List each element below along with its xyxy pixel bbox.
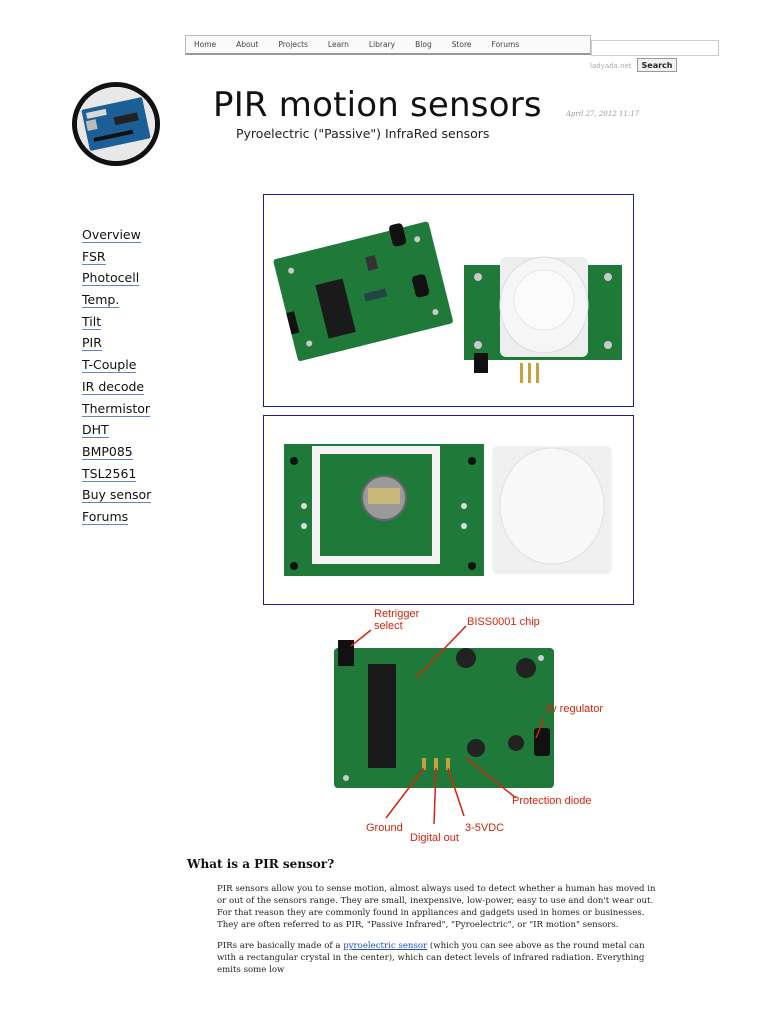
nav-learn[interactable]: Learn bbox=[327, 40, 349, 49]
pyroelectric-sensor-photo bbox=[263, 415, 634, 605]
nav-forums[interactable]: Forums bbox=[491, 40, 520, 49]
site-label: ladyada.net bbox=[590, 62, 632, 70]
paragraph-pyroelectric: PIRs are basically made of a pyroelectri… bbox=[217, 940, 657, 976]
top-nav: Home About Projects Learn Library Blog S… bbox=[185, 35, 591, 55]
sidebar-item-thermistor[interactable]: Thermistor bbox=[82, 400, 151, 417]
search-input[interactable] bbox=[591, 40, 719, 56]
nav-projects[interactable]: Projects bbox=[278, 40, 308, 49]
callout-digital-out: Digital out bbox=[410, 832, 459, 844]
page-title: PIR motion sensors bbox=[213, 85, 542, 125]
nav-blog[interactable]: Blog bbox=[415, 40, 432, 49]
sidebar-item-bmp085[interactable]: BMP085 bbox=[82, 443, 133, 460]
section-heading: What is a PIR sensor? bbox=[187, 857, 335, 871]
page-subtitle: Pyroelectric ("Passive") InfraRed sensor… bbox=[236, 126, 490, 141]
nav-about[interactable]: About bbox=[236, 40, 259, 49]
arduino-board-image bbox=[77, 87, 155, 161]
sidebar-item-overview[interactable]: Overview bbox=[82, 227, 141, 243]
sidebar-item-photocell[interactable]: Photocell bbox=[82, 270, 140, 287]
pyroelectric-sensor-link[interactable]: pyroelectric sensor bbox=[343, 941, 428, 951]
sidebar-item-tsl2561[interactable]: TSL2561 bbox=[82, 465, 137, 482]
sidebar-item-t-couple[interactable]: T-Couple bbox=[82, 357, 137, 374]
site-logo[interactable] bbox=[72, 82, 160, 166]
sidebar-item-buy-sensor[interactable]: Buy sensor bbox=[82, 487, 152, 504]
callout-retrigger-select: Retrigger select bbox=[374, 608, 420, 632]
callout-3v-regulator: 3v regulator bbox=[545, 703, 604, 715]
paragraph-intro: PIR sensors allow you to sense motion, a… bbox=[217, 884, 656, 930]
nav-library[interactable]: Library bbox=[368, 40, 396, 49]
nav-store[interactable]: Store bbox=[451, 40, 472, 49]
sidebar-nav: Overview FSR Photocell Temp. Tilt PIR T-… bbox=[82, 228, 162, 532]
sidebar-item-pir[interactable]: PIR bbox=[82, 335, 102, 352]
paragraph-text-before: PIRs are basically made of a bbox=[217, 941, 344, 951]
sidebar-item-dht[interactable]: DHT bbox=[82, 422, 109, 439]
sidebar-item-tilt[interactable]: Tilt bbox=[82, 313, 102, 330]
callout-biss0001-chip: BISS0001 chip bbox=[467, 616, 540, 628]
annotated-board-diagram: Retrigger select BISS0001 chip 3v regula… bbox=[326, 608, 616, 848]
date-stamp: April 27, 2012 11:17 bbox=[566, 110, 640, 118]
sidebar-item-ir-decode[interactable]: IR decode bbox=[82, 378, 145, 395]
callout-protection-diode: Protection diode bbox=[512, 795, 592, 807]
sidebar-item-fsr[interactable]: FSR bbox=[82, 248, 106, 265]
sidebar-item-temp[interactable]: Temp. bbox=[82, 292, 120, 309]
callout-3-5vdc: 3-5VDC bbox=[465, 822, 505, 834]
paragraph-text-after: (which you can see above as the round me… bbox=[217, 941, 645, 975]
pir-module-photo bbox=[263, 194, 634, 407]
sidebar-item-forums[interactable]: Forums bbox=[82, 508, 129, 525]
search-button[interactable]: Search bbox=[637, 58, 677, 72]
callout-ground: Ground bbox=[366, 822, 403, 834]
nav-home[interactable]: Home bbox=[194, 40, 217, 49]
